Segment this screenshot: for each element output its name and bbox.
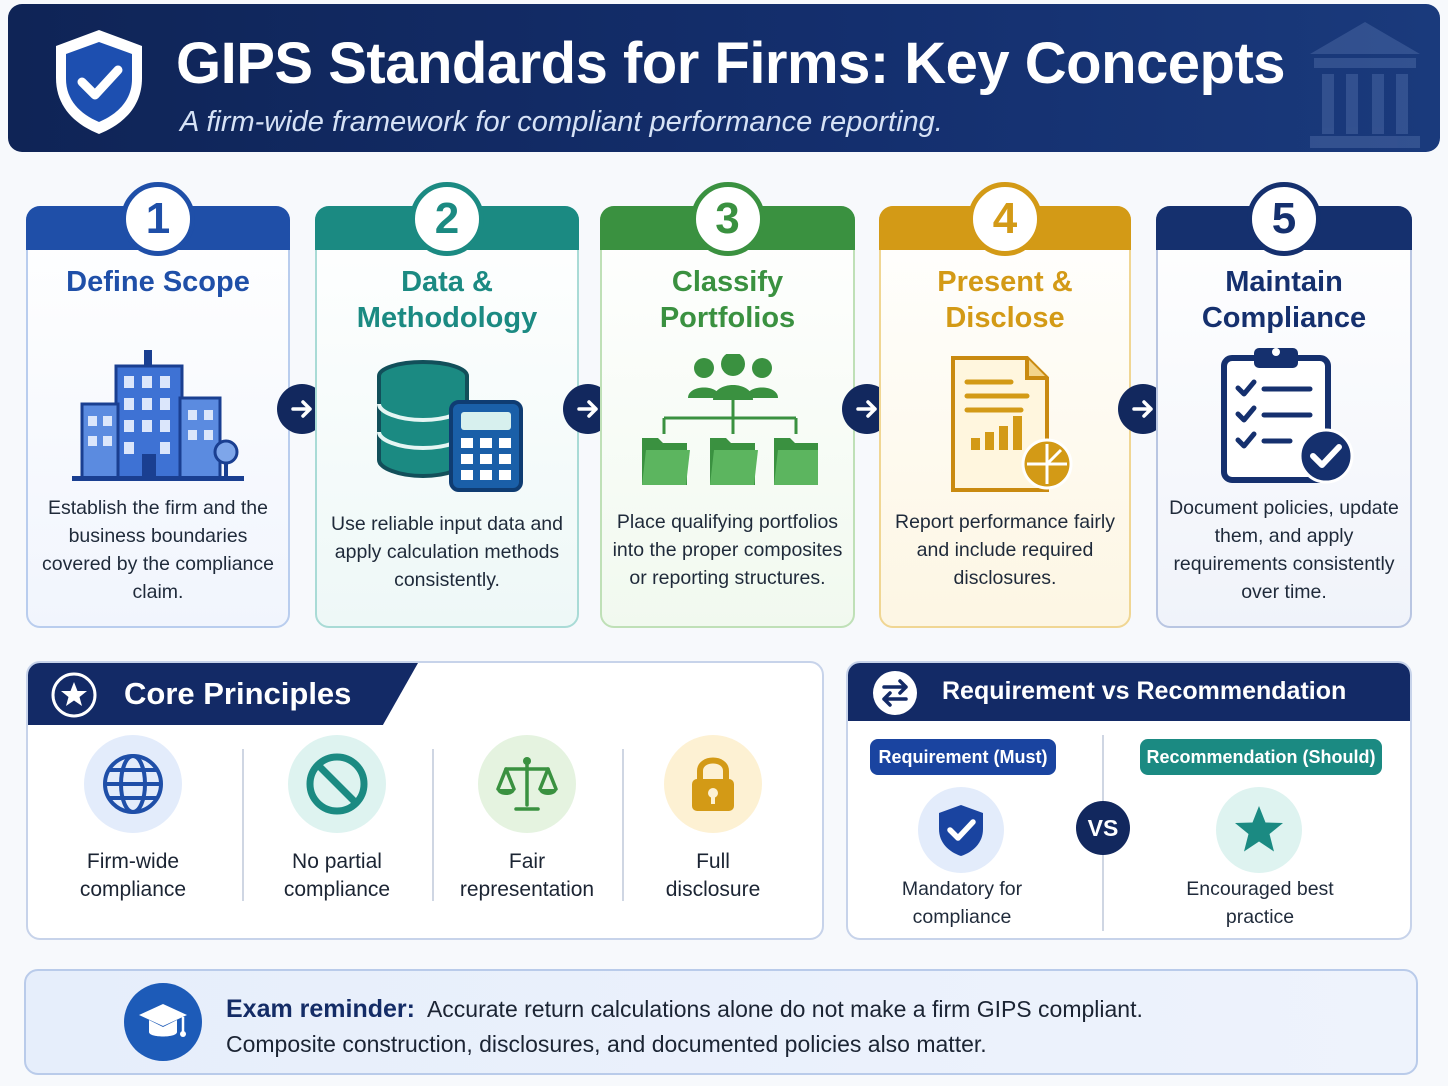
step-number: 1 [121, 182, 195, 256]
step-card-present-disclose: 4 Present & Disclose Report performance … [879, 182, 1131, 628]
temple-icon [1310, 22, 1420, 148]
page-title: GIPS Standards for Firms: Key Concepts [176, 31, 1286, 96]
principle-fair-representation: Fair representation [432, 735, 622, 925]
principle-label: Firm-wide compliance [79, 850, 187, 901]
requirement-header [848, 663, 1410, 721]
step-number: 3 [690, 182, 765, 256]
divider [242, 749, 244, 901]
core-principles-header [28, 663, 418, 725]
reminder-line-1: Exam reminder: Accurate return calculatio… [226, 995, 1143, 1024]
globe-icon [103, 754, 163, 814]
core-principles-panel: Core Principles Firm-wide compliance No … [26, 661, 824, 940]
reminder-heading: Exam reminder: [226, 995, 415, 1023]
core-principles-title: Core Principles [124, 676, 352, 711]
step-card-define-scope: 1 Define Scope Establish the firm and th… [26, 182, 290, 628]
reminder-line-2: Composite construction, disclosures, and… [226, 1031, 987, 1057]
padlock-icon [692, 757, 734, 811]
step-card-maintain-compliance: 5 Maintain Compliance Document policies,… [1156, 182, 1412, 628]
step-number: 4 [968, 182, 1042, 256]
recommendation-pill: Recommendation (Should) [1140, 739, 1382, 775]
principle-label: Fair representation [459, 850, 595, 901]
prohibited-icon [306, 753, 368, 815]
graduation-cap-icon [124, 983, 202, 1061]
exam-reminder-panel: Exam reminder: Accurate return calculatio… [24, 969, 1418, 1075]
step-description: Place qualifying portfolios into the pro… [612, 511, 843, 589]
step-title: Present & Disclose [937, 266, 1073, 334]
star-icon [1235, 806, 1283, 852]
step-description: Use reliable input data and apply calcul… [331, 513, 563, 591]
shield-check-icon [939, 805, 983, 856]
principle-no-partial: No partial compliance [242, 735, 432, 925]
divider [622, 749, 624, 901]
divider [432, 749, 434, 901]
requirement-label: Mandatory for compliance [901, 878, 1023, 928]
principle-label: Full disclosure [665, 850, 761, 901]
report-document-icon [951, 356, 1073, 492]
step-description: Establish the firm and the business boun… [42, 497, 274, 603]
header-banner: GIPS Standards for Firms: Key Concepts A… [8, 4, 1440, 152]
step-card-classify-portfolios: 3 Classify Portfolios Place qualifying p… [600, 182, 855, 628]
reminder-text-1: Accurate return calculations alone do no… [426, 996, 1143, 1022]
principle-firm-wide: Firm-wide compliance [38, 735, 228, 925]
step-title: Maintain Compliance [1201, 266, 1367, 334]
step-title: Define Scope [66, 266, 250, 298]
shield-check-icon [56, 30, 142, 134]
checklist-clipboard-icon [1221, 348, 1354, 484]
database-calculator-icon [377, 360, 523, 492]
requirement-title: Requirement vs Recommendation [942, 677, 1347, 705]
vs-badge: VS [1076, 801, 1130, 855]
requirement-pill: Requirement (Must) [870, 739, 1056, 775]
recommendation-icon-circle [1216, 787, 1302, 873]
step-description: Document policies, update them, and appl… [1169, 497, 1399, 603]
step-number: 5 [1247, 182, 1321, 256]
recommendation-label: Encouraged best practice [1186, 878, 1334, 928]
requirement-icon-circle [918, 787, 1004, 873]
principle-label: No partial compliance [283, 850, 391, 901]
requirement-vs-recommendation-panel: Requirement vs Recommendation Requiremen… [846, 661, 1412, 940]
step-title: Data & Methodology [356, 266, 538, 334]
scales-icon [496, 757, 558, 811]
step-number: 2 [410, 182, 484, 256]
step-card-data-methodology: 2 Data & Methodology Use reliable input … [315, 182, 579, 628]
principle-full-disclosure: Full disclosure [618, 735, 808, 925]
swap-arrows-icon [873, 671, 917, 715]
folder-hierarchy-icon [641, 354, 818, 485]
page-subtitle: A firm-wide framework for compliant perf… [180, 106, 943, 138]
star-badge-icon [51, 672, 97, 718]
step-description: Report performance fairly and include re… [894, 511, 1115, 589]
office-building-icon [72, 350, 244, 481]
step-title: Classify Portfolios [659, 266, 796, 334]
